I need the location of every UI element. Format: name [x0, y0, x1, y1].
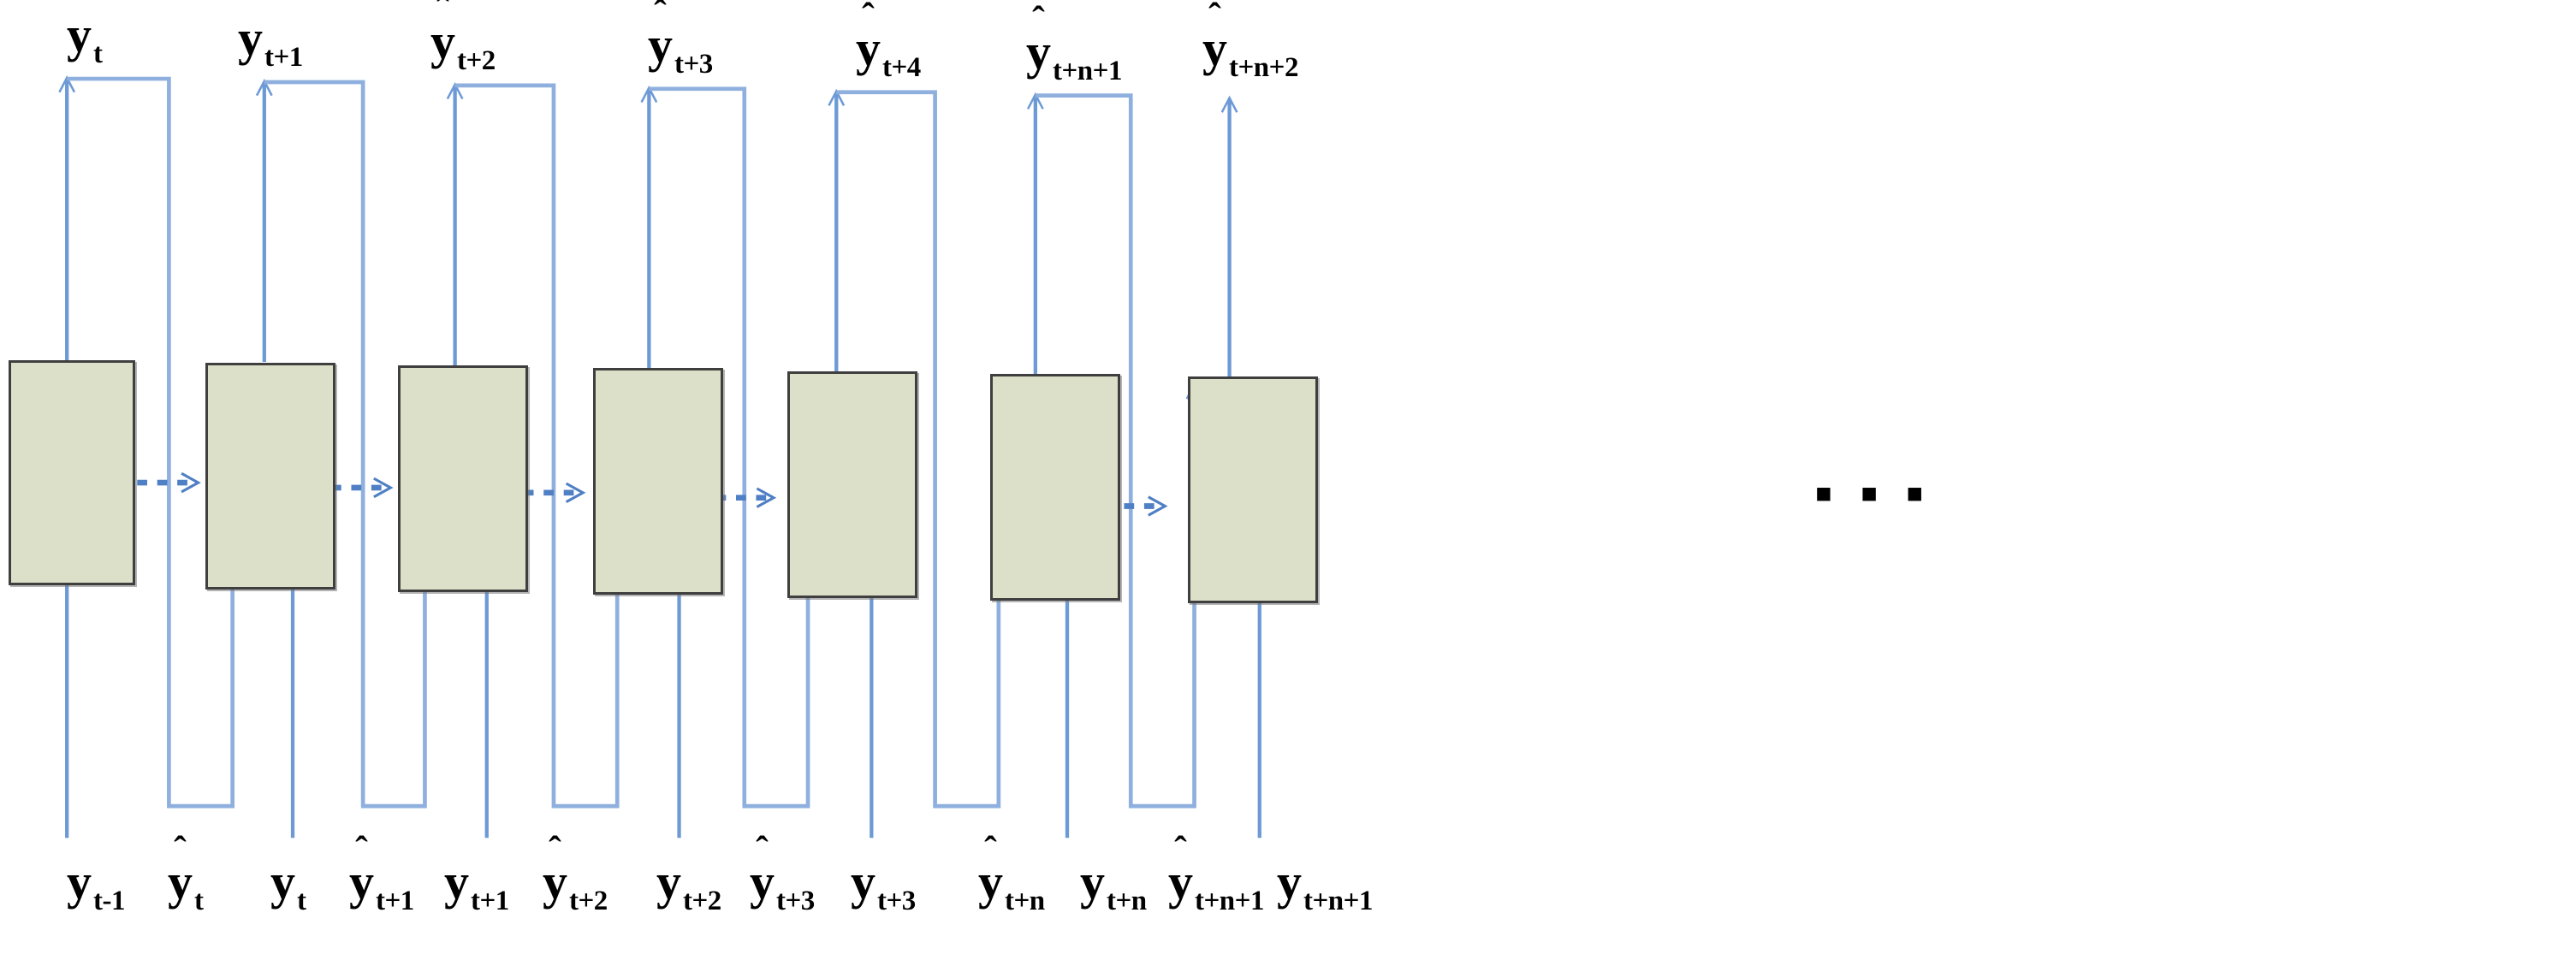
subscript: t+3	[674, 49, 713, 80]
rnn-cell-6[interactable]	[990, 374, 1120, 601]
subscript: t	[194, 886, 204, 916]
y-glyph: y	[1080, 854, 1105, 910]
input-label-5: yt+1	[444, 854, 509, 916]
subscript: t	[297, 886, 306, 916]
subscript: t+3	[776, 886, 815, 916]
rnn-cell-4[interactable]	[593, 368, 723, 595]
y-glyph: y	[656, 854, 681, 910]
subscript: t+3	[877, 886, 916, 916]
subscript: t+1	[376, 886, 414, 916]
subscript: t+n+1	[1053, 56, 1122, 86]
hat-accent-icon: ˆ	[756, 829, 769, 871]
hat-accent-icon: ˆ	[1174, 829, 1187, 871]
y-glyph: y	[444, 854, 469, 910]
hat-accent-icon: ˆ	[549, 829, 561, 871]
hat-accent-icon: ˆ	[436, 0, 449, 31]
input-label-3: yt	[270, 854, 306, 916]
subscript: t+2	[457, 45, 496, 76]
subscript: t+1	[471, 886, 509, 916]
hat-accent-icon: ˆ	[654, 0, 667, 34]
output-arrows	[58, 75, 1238, 379]
subscript: t+n	[1005, 886, 1045, 916]
rnn-cell-2[interactable]	[205, 363, 335, 590]
input-label-13: yt+n+1	[1277, 854, 1373, 916]
subscript: t+2	[683, 886, 721, 916]
subscript: t-1	[93, 886, 125, 916]
hat-accent-icon: ˆ	[1032, 0, 1045, 41]
y-glyph: y	[851, 854, 875, 910]
subscript: t+n+1	[1195, 886, 1264, 916]
input-label-7: yt+2	[656, 854, 721, 916]
subscript: t+1	[264, 42, 303, 73]
input-label-1: yt-1	[67, 854, 125, 916]
y-glyph: y	[67, 854, 92, 910]
hat-accent-icon: ˆ	[984, 829, 997, 871]
rnn-cell-5[interactable]	[787, 371, 917, 598]
hat-accent-icon: ˆ	[174, 829, 187, 871]
subscript: t	[93, 39, 103, 69]
rnn-cell-3[interactable]	[398, 365, 528, 592]
input-label-9: yt+3	[851, 854, 916, 916]
hat-accent-icon: ˆ	[355, 829, 368, 871]
subscript: t+2	[569, 886, 608, 916]
hat-accent-icon: ˆ	[244, 0, 257, 27]
subscript: t+n	[1107, 886, 1147, 916]
input-label-11: yt+n	[1080, 854, 1147, 916]
ellipsis-indicator: ▪ ▪ ▪	[1814, 464, 1931, 523]
hat-accent-icon: ˆ	[1208, 0, 1221, 38]
subscript: t+n+2	[1229, 52, 1298, 83]
subscript: t+n+1	[1303, 886, 1373, 916]
rnn-cell-1[interactable]	[9, 360, 135, 585]
hat-accent-icon: ˆ	[862, 0, 875, 38]
hat-accent-icon: ˆ	[73, 0, 86, 24]
feedback-paths	[67, 76, 1203, 809]
rnn-cell-7[interactable]	[1188, 376, 1318, 603]
y-glyph: y	[270, 854, 295, 910]
y-glyph: y	[1277, 854, 1302, 910]
subscript: t+4	[882, 52, 921, 83]
